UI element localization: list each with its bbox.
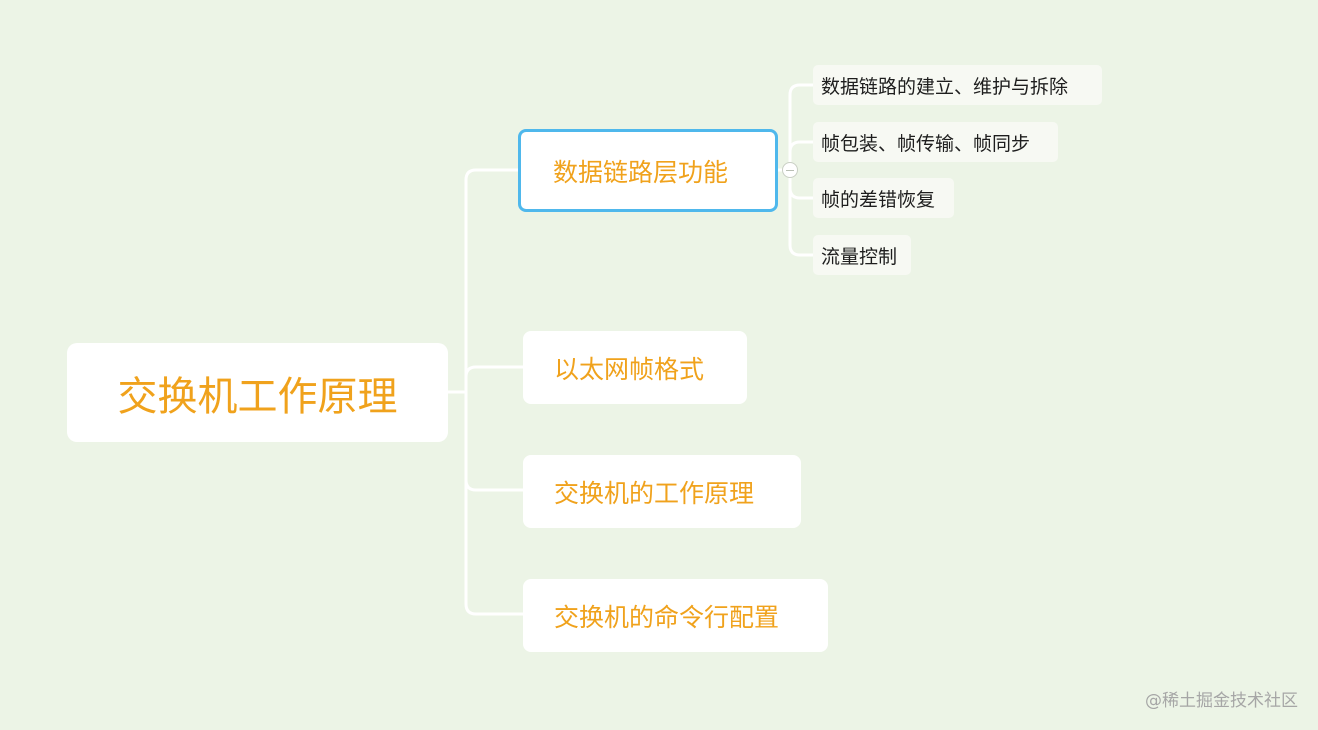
branch-label: 交换机的工作原理 xyxy=(554,478,755,508)
branch-label: 以太网帧格式 xyxy=(554,354,705,384)
root-topic[interactable]: 交换机工作原理 xyxy=(67,343,448,442)
leaf-label: 流量控制 xyxy=(821,245,898,268)
leaf-label: 帧的差错恢复 xyxy=(821,188,936,211)
branch-switch-cli-config[interactable]: 交换机的命令行配置 xyxy=(523,579,828,652)
leaf-topic[interactable]: 数据链路的建立、维护与拆除 xyxy=(813,65,1102,105)
leaf-topic[interactable]: 帧包装、帧传输、帧同步 xyxy=(813,122,1058,162)
leaf-label: 数据链路的建立、维护与拆除 xyxy=(821,75,1069,98)
branch-label: 数据链路层功能 xyxy=(553,157,729,187)
leaf-topic[interactable]: 流量控制 xyxy=(813,235,911,275)
leaf-topic[interactable]: 帧的差错恢复 xyxy=(813,178,954,218)
watermark: @稀土掘金技术社区 xyxy=(1145,691,1298,711)
branch-switch-working-principle[interactable]: 交换机的工作原理 xyxy=(523,455,801,528)
leaf-label: 帧包装、帧传输、帧同步 xyxy=(821,132,1031,155)
collapse-toggle-icon[interactable] xyxy=(782,162,798,178)
branch-data-link-layer-functions[interactable]: 数据链路层功能 xyxy=(518,129,778,212)
branch-ethernet-frame-format[interactable]: 以太网帧格式 xyxy=(523,331,747,404)
root-topic-label: 交换机工作原理 xyxy=(117,373,398,420)
branch-label: 交换机的命令行配置 xyxy=(554,602,780,632)
